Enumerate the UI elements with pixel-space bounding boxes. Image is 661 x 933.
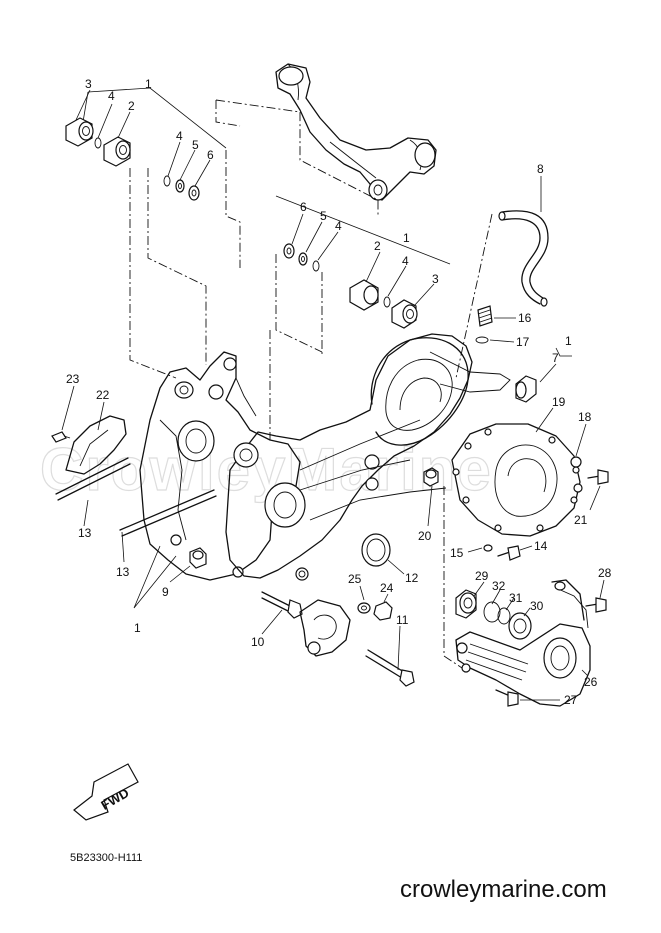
bolt-10 (261, 591, 303, 635)
pump-housing (299, 599, 351, 657)
callout-5-right: 5 (320, 209, 327, 223)
callout-13-a: 13 (78, 526, 92, 540)
callout-4-right-b: 4 (402, 254, 409, 268)
callout-5-left: 5 (192, 138, 199, 152)
callout-22: 22 (96, 388, 110, 402)
side-cover-19 (451, 407, 587, 537)
diagram-code: 5B23300-H111 (70, 852, 143, 864)
oring-4-mid (163, 175, 171, 187)
right-bushing-group (269, 195, 451, 440)
plate-22 (51, 385, 127, 475)
callout-1-right: 1 (403, 231, 410, 245)
callout-17: 17 (516, 335, 530, 349)
callout-4-right-a: 4 (335, 219, 342, 233)
washer-6-left (188, 185, 200, 201)
site-credit: crowleymarine.com (400, 876, 607, 903)
engine-hanger (215, 63, 437, 216)
callout-18: 18 (578, 410, 592, 424)
breather-hose (455, 176, 549, 379)
bolt-27 (495, 689, 560, 707)
callout-7: 7 (552, 351, 559, 365)
callout-28: 28 (598, 566, 612, 580)
washer-15 (483, 544, 493, 552)
screw-23 (51, 431, 67, 443)
callout-26: 26 (584, 675, 598, 689)
callout-1-bottom: 1 (134, 621, 141, 635)
crankcase-left (139, 351, 301, 581)
fwd-arrow: FWD (73, 763, 139, 821)
callout-4-top: 4 (108, 89, 115, 103)
sleeve-7 (515, 347, 572, 403)
oring-31 (497, 607, 511, 625)
seal-30 (508, 612, 532, 640)
callout-6-right: 6 (300, 200, 307, 214)
callout-2-right: 2 (374, 239, 381, 253)
callout-19: 19 (552, 395, 566, 409)
callout-12: 12 (405, 571, 419, 585)
washer-5-left (175, 179, 185, 193)
callout-10: 10 (251, 635, 265, 649)
bolt-14-washer-15 (467, 544, 533, 561)
watermark: CrowleyMarine (40, 436, 493, 503)
callout-15: 15 (450, 546, 464, 560)
callout-29: 29 (475, 569, 489, 583)
oring-4-right-a (312, 260, 320, 272)
plug-24 (373, 601, 393, 621)
callout-21: 21 (574, 513, 588, 527)
callout-16: 16 (518, 311, 532, 325)
gasket-17 (475, 336, 489, 344)
callout-1-small: 1 (565, 334, 572, 348)
callout-14: 14 (534, 539, 548, 553)
bolt-14 (507, 545, 521, 561)
callout-1-top: 1 (145, 77, 152, 91)
callout-labels: 1 3 4 2 4 5 6 6 5 4 1 2 4 3 8 16 17 1 7 … (66, 77, 612, 707)
callout-32: 32 (492, 579, 506, 593)
left-bushing-group (65, 87, 241, 379)
callout-13-b: 13 (116, 565, 130, 579)
oring-32 (483, 601, 501, 623)
callout-23: 23 (66, 372, 80, 386)
callout-4-mid: 4 (176, 129, 183, 143)
callout-3-top: 3 (85, 77, 92, 91)
callout-20: 20 (418, 529, 432, 543)
callout-3-right: 3 (432, 272, 439, 286)
callout-27: 27 (564, 693, 578, 707)
fitting-16-17 (475, 305, 516, 344)
shroud-26 (455, 579, 591, 707)
callout-24: 24 (380, 581, 394, 595)
callout-30: 30 (530, 599, 544, 613)
oring-4-right-b (383, 296, 391, 308)
seal-12 (361, 533, 405, 575)
bolt-28 (585, 579, 607, 613)
washer-25 (357, 602, 371, 614)
bracket-1-bottom (133, 545, 177, 609)
callout-9: 9 (162, 585, 169, 599)
dowel-20 (423, 467, 439, 527)
callout-6-left: 6 (207, 148, 214, 162)
callout-2-top: 2 (128, 99, 135, 113)
callout-31: 31 (509, 591, 523, 605)
bolt-21 (587, 469, 609, 511)
callout-11: 11 (396, 613, 409, 627)
oring-4-left (94, 137, 102, 149)
plug-24-washer-25 (357, 585, 393, 621)
washer-6-right (283, 243, 295, 259)
crankcase-right (225, 333, 511, 581)
callout-25: 25 (348, 572, 362, 586)
stud-bolts-13 (55, 457, 217, 563)
callout-8: 8 (537, 162, 544, 176)
bolt-11 (365, 625, 415, 687)
washer-5-right (298, 252, 308, 266)
